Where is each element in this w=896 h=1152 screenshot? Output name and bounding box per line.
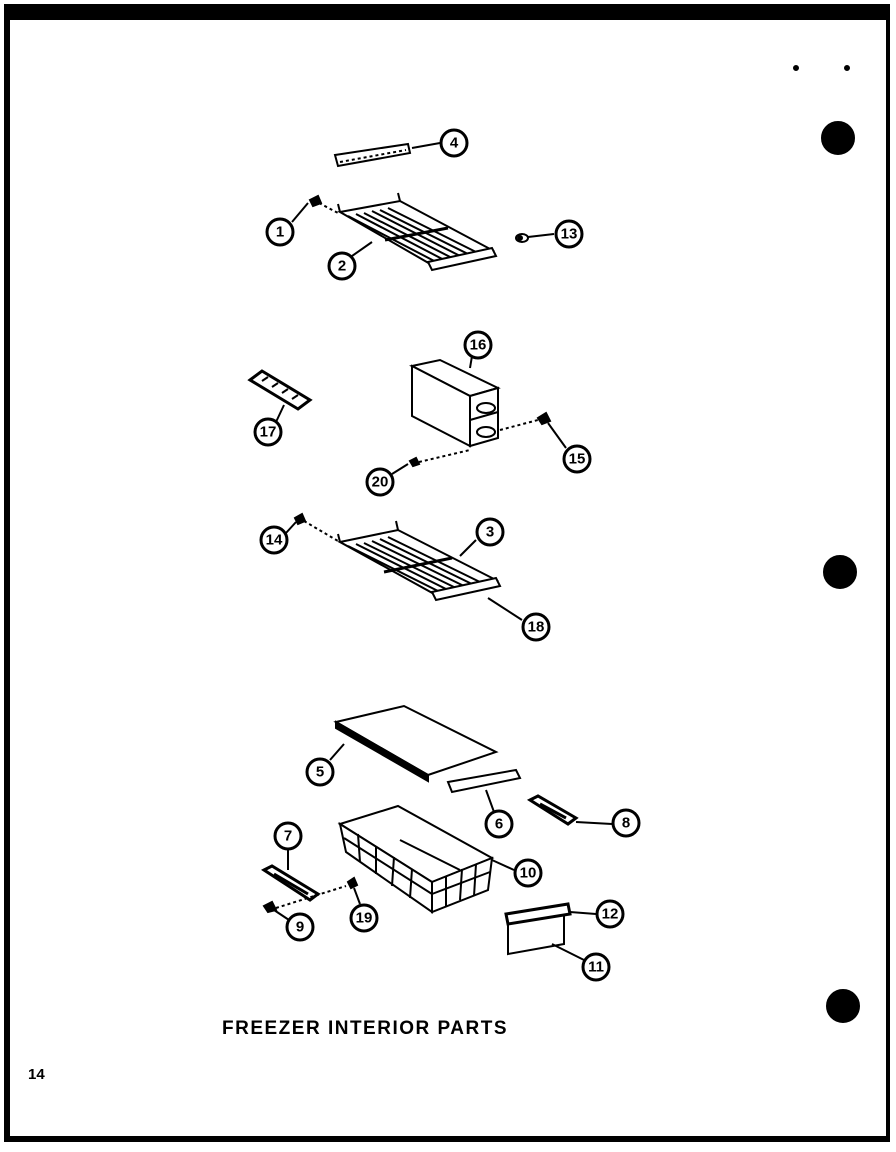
- callout-8: 8: [622, 815, 630, 832]
- leader-lines: [273, 142, 613, 961]
- callout-13: 13: [561, 226, 578, 243]
- callout-20: 20: [372, 474, 389, 491]
- part-13-shelf-clip: [515, 233, 529, 243]
- part-2-upper-wire-shelf: [337, 192, 498, 272]
- part-7-left-slide-rail: [260, 864, 321, 902]
- part-15-screw: [499, 411, 552, 431]
- part-16-ice-bin-housing: [409, 358, 501, 448]
- callout-15: 15: [569, 451, 586, 468]
- callout-16: 16: [470, 337, 487, 354]
- part-10-wire-basket: [337, 804, 495, 914]
- callout-10: 10: [520, 865, 537, 882]
- page-number: 14: [28, 1066, 45, 1083]
- binder-hole-top: [821, 121, 855, 155]
- callout-9: 9: [296, 919, 304, 936]
- part-20-screw: [408, 449, 471, 468]
- part-17-ice-tray: [247, 369, 313, 411]
- callout-2: 2: [338, 258, 346, 275]
- callout-19: 19: [356, 910, 373, 927]
- binder-hole-middle: [823, 555, 857, 589]
- callout-1: 1: [276, 224, 284, 241]
- part-4-trim-strip: [333, 142, 412, 168]
- binder-hole-bottom: [826, 989, 860, 1023]
- part-1-shelf-clip: [308, 194, 339, 214]
- callout-6: 6: [495, 816, 503, 833]
- corner-dot: [844, 65, 850, 71]
- callout-12: 12: [602, 906, 619, 923]
- part-6-front-trim: [446, 768, 522, 794]
- part-5-cover-panel: [333, 704, 499, 783]
- diagram-title: FREEZER INTERIOR PARTS: [222, 1018, 508, 1039]
- page-border: [4, 4, 890, 1142]
- callout-18: 18: [528, 619, 545, 636]
- part-12-front-trim: [504, 902, 572, 926]
- callout-3: 3: [486, 524, 494, 541]
- callout-11: 11: [588, 959, 604, 976]
- callout-14: 14: [266, 532, 283, 549]
- callout-5: 5: [316, 764, 324, 781]
- part-14-shelf-clip: [293, 512, 339, 542]
- part-19-screw: [346, 876, 359, 890]
- callout-4: 4: [450, 135, 459, 152]
- part-8-right-slide-rail: [526, 794, 579, 826]
- callout-7: 7: [284, 828, 292, 845]
- corner-dot: [793, 65, 799, 71]
- callout-17: 17: [260, 424, 277, 441]
- callout-circles: [253, 128, 641, 982]
- part-9-stop: [262, 885, 347, 914]
- part-3-lower-wire-shelf: [337, 520, 502, 602]
